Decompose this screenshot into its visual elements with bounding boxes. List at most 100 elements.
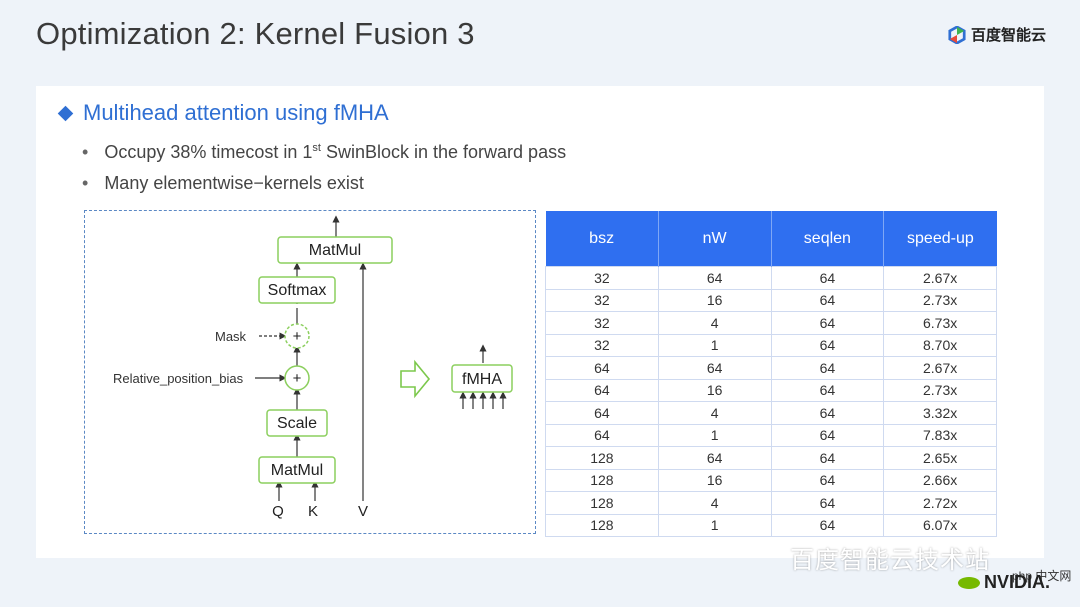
cell: 64 — [770, 378, 885, 402]
header-bsz: bsz — [545, 211, 659, 267]
cell: 128 — [545, 491, 659, 515]
fmha-node: fMHA — [451, 364, 513, 393]
svg-text:MatMul: MatMul — [271, 462, 323, 479]
mask-label: Mask — [215, 329, 247, 344]
cell: 8.70x — [883, 333, 997, 357]
q-label: Q — [272, 503, 284, 520]
cell: 64 — [770, 446, 885, 470]
cell: 128 — [545, 513, 659, 537]
softmax-node: Softmax — [258, 276, 336, 304]
section-title: Multihead attention using fMHA — [83, 100, 389, 125]
cell: 16 — [657, 288, 772, 312]
cell: 7.83x — [883, 423, 997, 447]
cell: 64 — [770, 401, 885, 425]
cell: 32 — [545, 311, 659, 335]
svg-text:Scale: Scale — [277, 415, 317, 432]
cell: 32 — [545, 266, 659, 290]
section-header: Multihead attention using fMHA — [57, 100, 389, 126]
cell: 64 — [545, 423, 659, 447]
cell: 4 — [657, 311, 772, 335]
attention-diagram: MatMul Softmax + Mask + Relative_positio… — [84, 210, 536, 534]
cell: 6.73x — [883, 311, 997, 335]
cell: 64 — [770, 468, 885, 492]
header-seqlen: seqlen — [771, 211, 885, 267]
bullet-item: • Occupy 38% timecost in 1st SwinBlock i… — [82, 142, 566, 163]
svg-text:fMHA: fMHA — [462, 371, 502, 388]
bullet-text: Many elementwise−kernels exist — [104, 173, 364, 193]
cloud-logo-icon — [948, 25, 966, 44]
table-header-row: bsz nW seqlen speed-up — [545, 211, 997, 267]
cell: 2.67x — [883, 266, 997, 290]
cell: 64 — [657, 266, 772, 290]
cell: 64 — [657, 356, 772, 380]
logo-text: 百度智能云 — [970, 27, 1046, 44]
bullet-text: Occupy 38% timecost in 1st SwinBlock in … — [104, 142, 567, 162]
nvidia-eye-icon — [958, 576, 980, 589]
scale-node: Scale — [266, 409, 328, 437]
cell: 2.73x — [883, 288, 997, 312]
cell: 64 — [770, 288, 885, 312]
cell: 64 — [770, 423, 885, 447]
content-panel: Multihead attention using fMHA • Occupy … — [36, 86, 1044, 558]
cell: 1 — [657, 423, 772, 447]
relative-position-bias-label: Relative_position_bias — [113, 371, 244, 386]
cell: 64 — [657, 446, 772, 470]
bullet-dot-icon: • — [82, 173, 89, 193]
transform-arrow-icon — [400, 359, 431, 399]
cell: 64 — [770, 491, 885, 515]
cell: 64 — [770, 266, 885, 290]
cell: 128 — [545, 468, 659, 492]
svg-text:Softmax: Softmax — [268, 282, 327, 299]
cell: 32 — [545, 288, 659, 312]
header-nw: nW — [658, 211, 772, 267]
cell: 32 — [545, 333, 659, 357]
cell: 64 — [770, 356, 885, 380]
bullet-list: • Occupy 38% timecost in 1st SwinBlock i… — [82, 142, 566, 204]
bullet-item: • Many elementwise−kernels exist — [82, 173, 566, 194]
cell: 4 — [657, 401, 772, 425]
cell: 4 — [657, 491, 772, 515]
bias-add-node: + — [284, 365, 310, 391]
cell: 16 — [657, 468, 772, 492]
svg-text:+: + — [293, 328, 302, 345]
slide-title: Optimization 2: Kernel Fusion 3 — [36, 16, 475, 51]
cell: 2.67x — [883, 356, 997, 380]
cell: 6.07x — [883, 513, 997, 537]
watermark-text: 百度智能云技术站 — [790, 547, 990, 574]
nvidia-logo: NVIDIA. — [958, 572, 1050, 593]
cell: 1 — [657, 333, 772, 357]
cell: 128 — [545, 446, 659, 470]
k-label: K — [308, 503, 318, 520]
bullet-dot-icon: • — [82, 142, 89, 162]
cell: 64 — [545, 378, 659, 402]
svg-text:+: + — [293, 370, 302, 387]
cell: 3.32x — [883, 401, 997, 425]
cell: 2.66x — [883, 468, 997, 492]
cell: 64 — [770, 333, 885, 357]
matmul-top-node: MatMul — [277, 236, 393, 264]
matmul-bottom-node: MatMul — [258, 456, 336, 484]
php-tag: php 中文网 — [1012, 569, 1072, 583]
mask-add-node: + — [284, 323, 310, 349]
cell: 2.65x — [883, 446, 997, 470]
header-speedup: speed-up — [883, 211, 997, 267]
cell: 64 — [770, 513, 885, 537]
cell: 64 — [545, 401, 659, 425]
cell: 64 — [770, 311, 885, 335]
diamond-bullet-icon — [57, 105, 74, 121]
cell: 16 — [657, 378, 772, 402]
